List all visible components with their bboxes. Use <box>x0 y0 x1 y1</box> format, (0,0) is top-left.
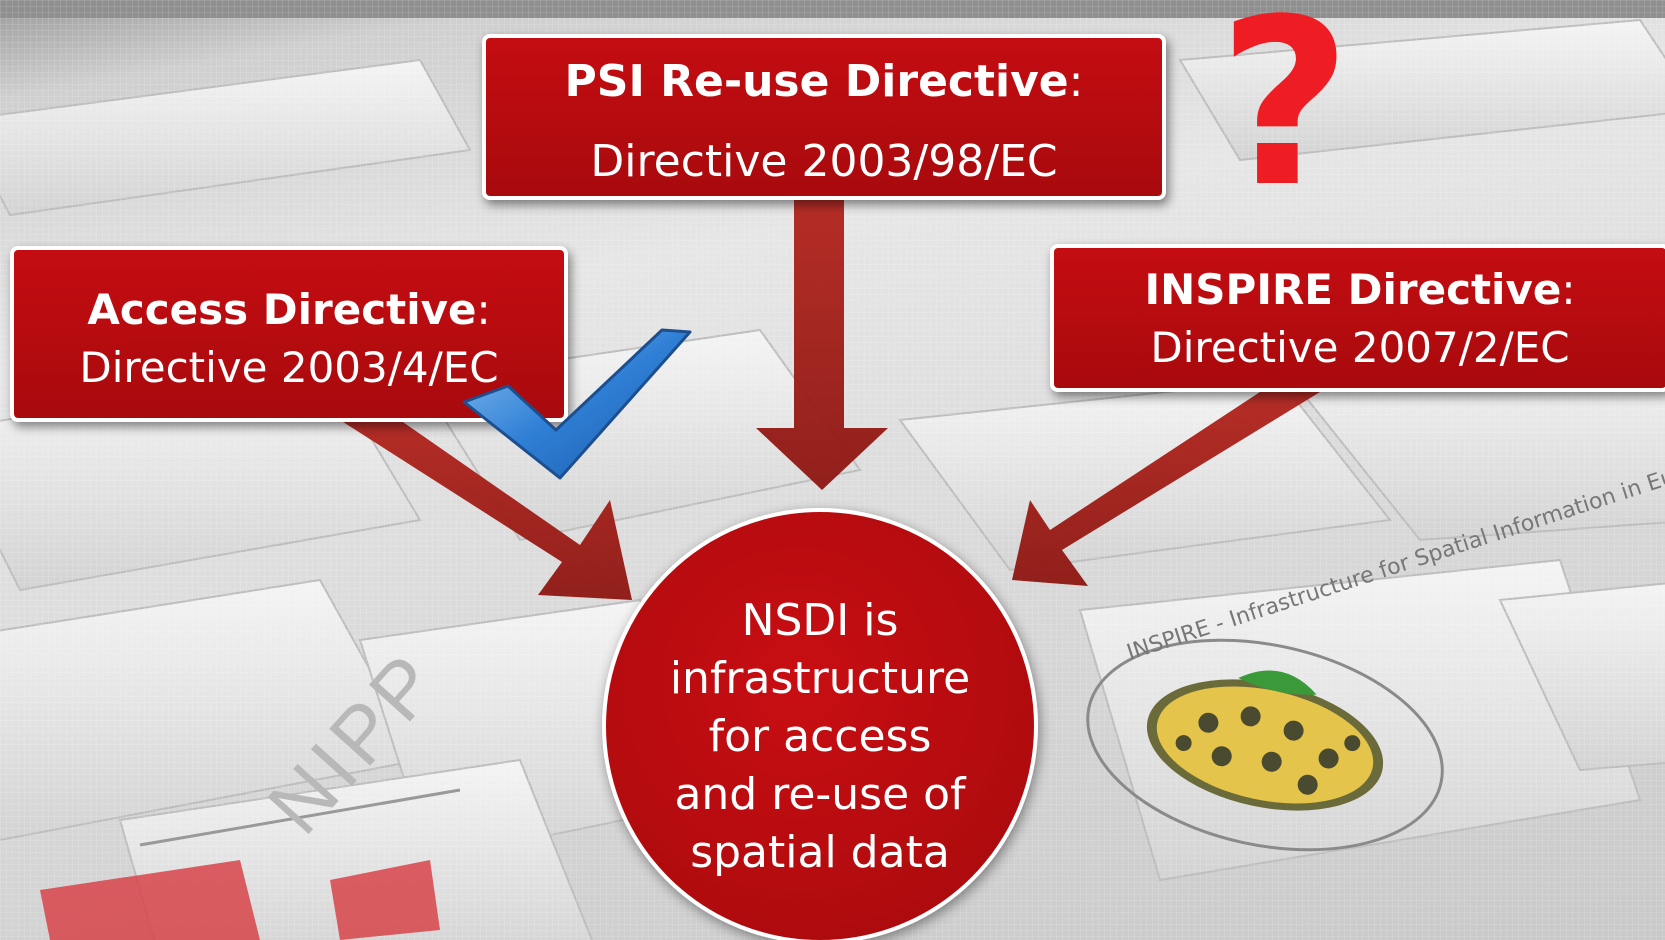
arrow-psi-down <box>756 200 888 490</box>
psi-directive-box: PSI Re-use Directive: Directive 2003/98/… <box>482 34 1166 200</box>
arrow-inspire-diagonal <box>1012 392 1320 586</box>
question-mark-icon: ? <box>1218 0 1352 238</box>
inspire-directive-colon: : <box>1561 265 1576 314</box>
access-directive-number: Directive 2003/4/EC <box>79 343 499 392</box>
nipp-logo <box>40 788 461 940</box>
inspire-directive-box: INSPIRE Directive: Directive 2007/2/EC <box>1050 244 1665 392</box>
nsdi-line-5: spatial data <box>690 827 950 878</box>
arrow-access-diagonal <box>340 420 632 600</box>
psi-directive-title: PSI Re-use Directive <box>564 56 1069 107</box>
nsdi-circle: NSDI is infrastructure for access and re… <box>602 508 1038 940</box>
nsdi-line-1: NSDI is <box>741 595 899 646</box>
inspire-directive-number: Directive 2007/2/EC <box>1150 323 1570 372</box>
nsdi-line-3: for access <box>708 711 932 762</box>
access-directive-colon: : <box>476 285 491 334</box>
nsdi-text: NSDI is infrastructure for access and re… <box>606 592 1034 882</box>
access-directive-box: Access Directive: Directive 2003/4/EC <box>10 246 568 422</box>
psi-directive-number: Directive 2003/98/EC <box>590 136 1058 187</box>
nsdi-line-2: infrastructure <box>669 653 971 704</box>
inspire-directive-title: INSPIRE Directive <box>1144 265 1562 314</box>
psi-directive-colon: : <box>1068 56 1084 107</box>
access-directive-title: Access Directive <box>87 285 477 334</box>
nsdi-line-4: and re-use of <box>674 769 966 820</box>
